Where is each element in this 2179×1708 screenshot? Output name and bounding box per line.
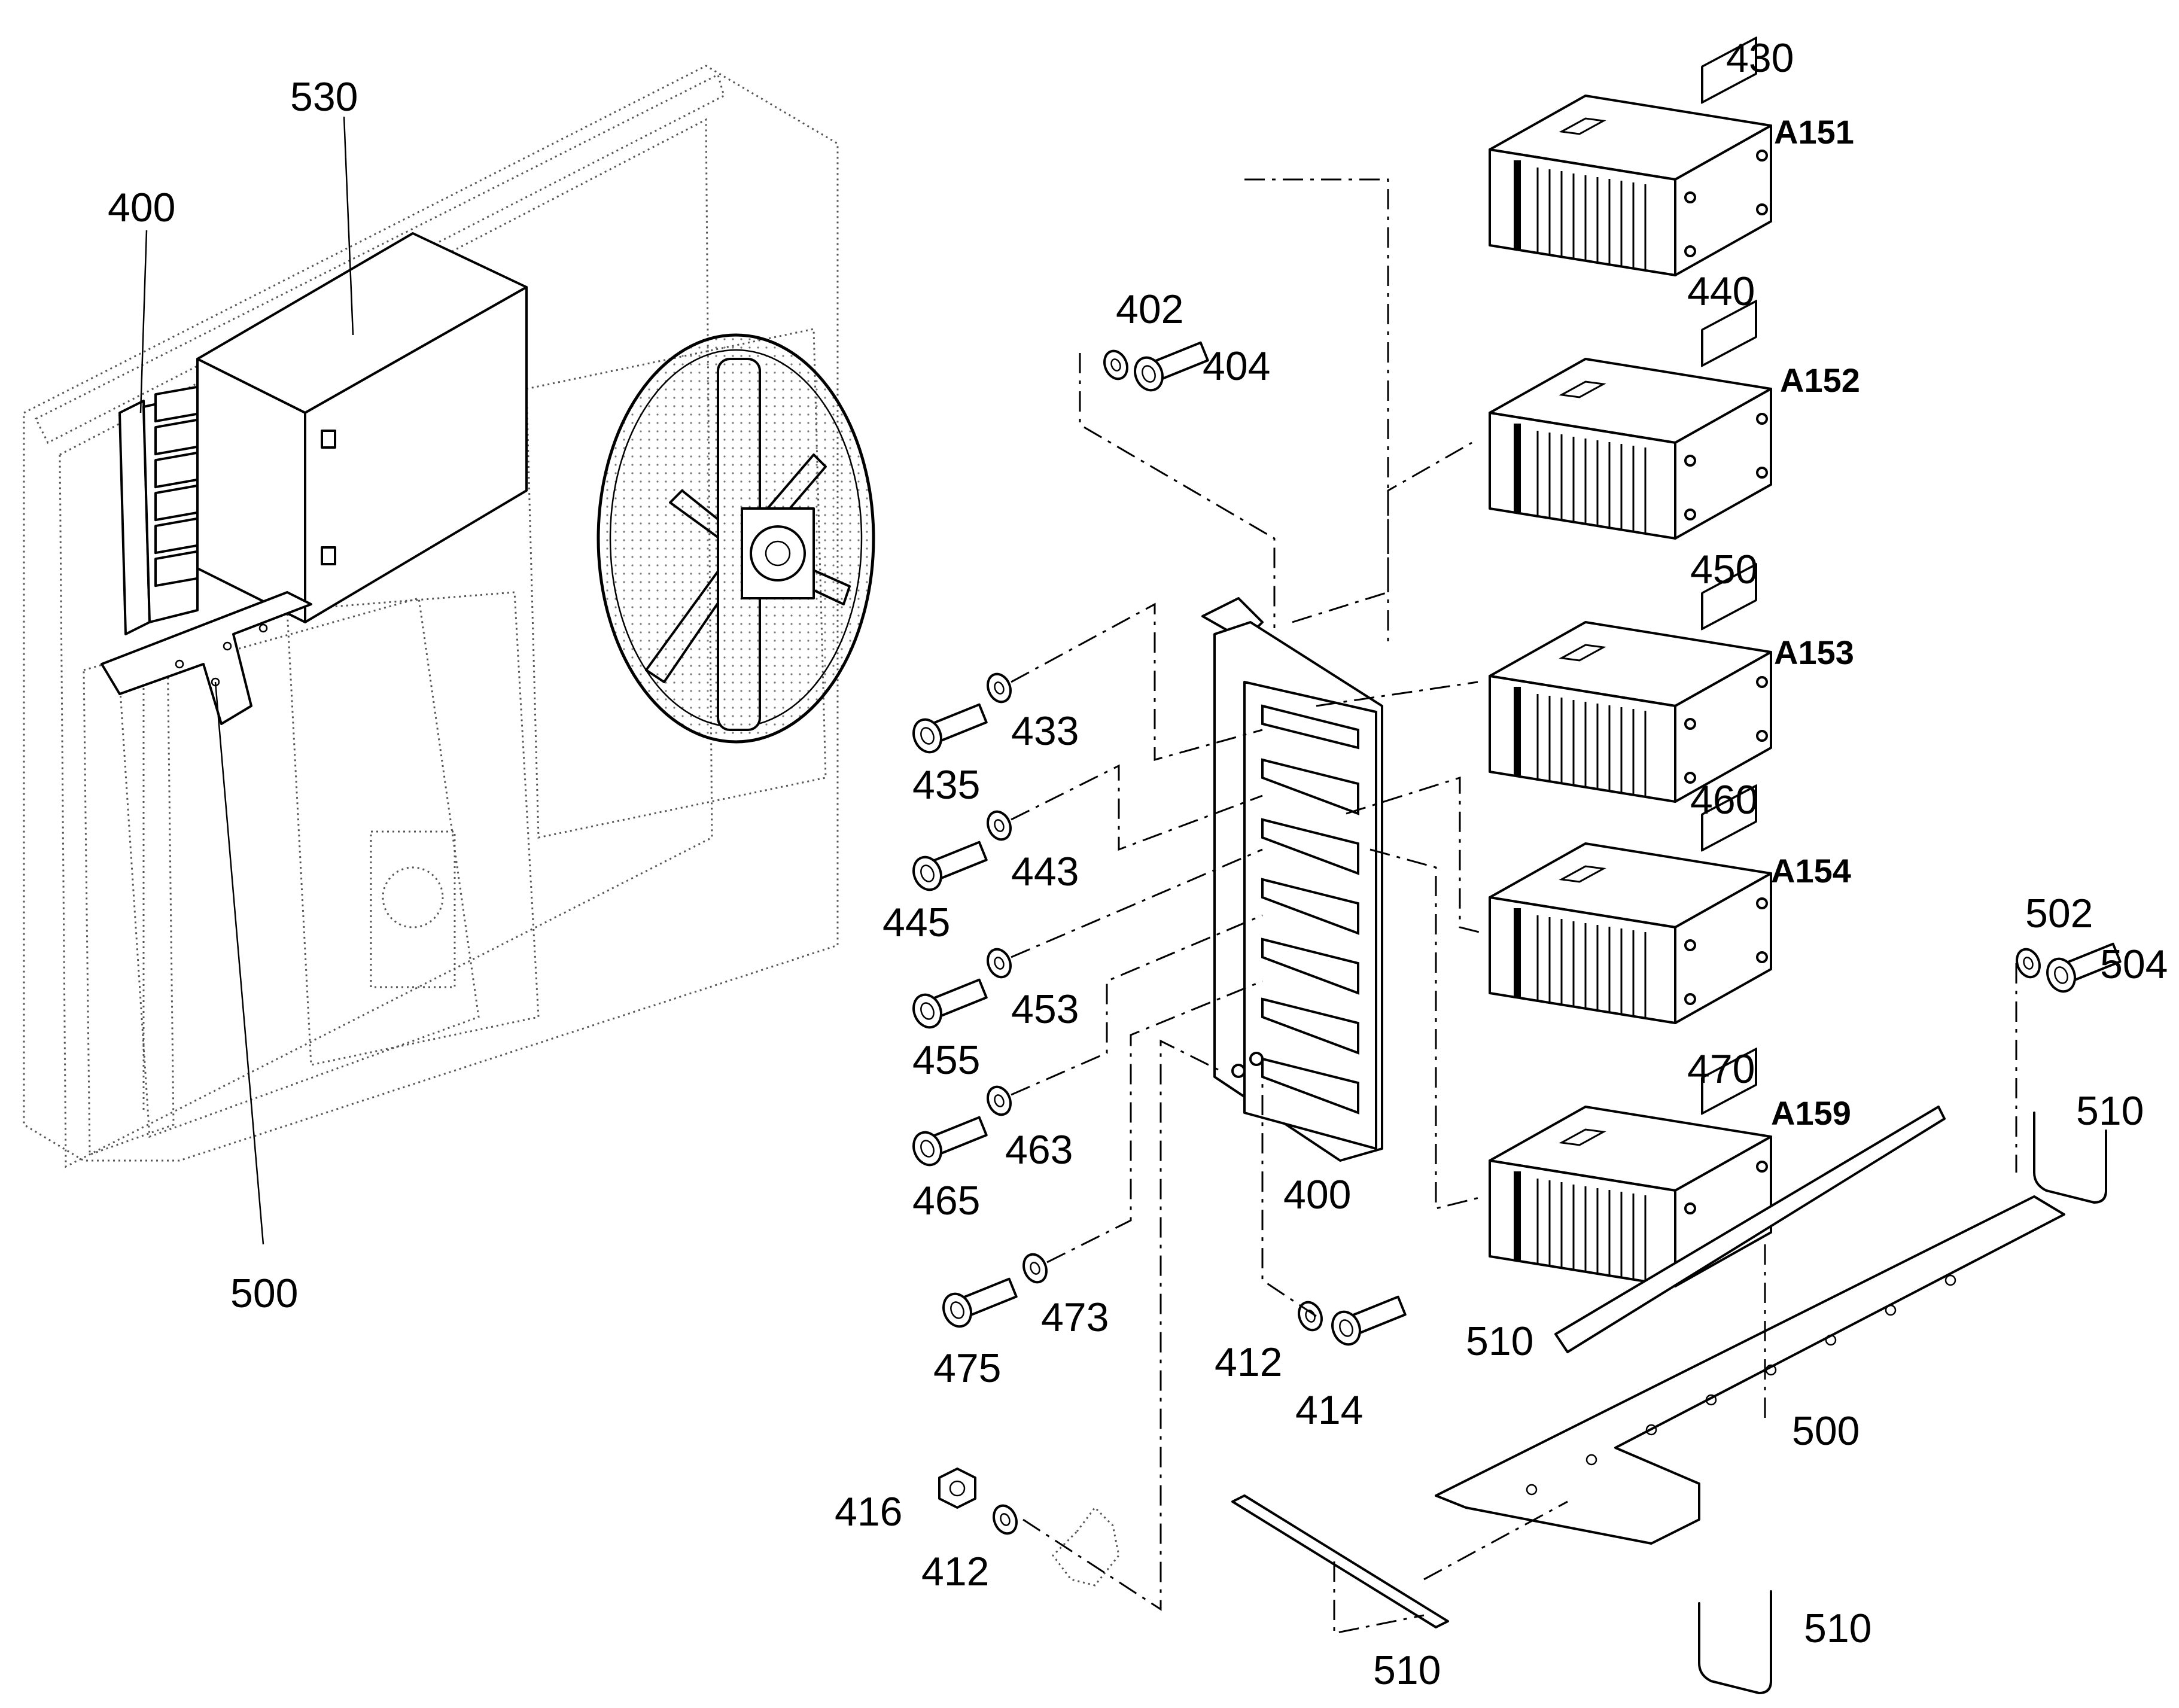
code-a153: A153 [1774,634,1854,671]
code-a159: A159 [1771,1094,1851,1132]
enclosure-530 [196,232,528,623]
callout-400-left: 400 [108,185,175,230]
code-a151: A151 [1774,113,1854,151]
callout-504: 504 [2100,942,2168,987]
module-440 [1489,300,1772,540]
callout-470: 470 [1687,1046,1755,1092]
callout-510-middle: 510 [1466,1319,1533,1364]
module-450 [1489,563,1772,803]
callout-463: 463 [1005,1127,1073,1173]
bracket-400-exploded [1201,597,1383,1162]
mounted-module-stack [154,385,199,587]
callout-465: 465 [912,1178,980,1223]
assembly-lines [1011,178,2017,1634]
callout-402: 402 [1116,287,1183,332]
callout-473: 473 [1041,1295,1109,1340]
strip-510-upper [1554,1106,1946,1353]
callout-416: 416 [835,1489,902,1535]
callout-510-bottom-right: 510 [1804,1606,1871,1651]
callout-453: 453 [1011,987,1079,1032]
hardware [908,341,2122,1587]
callout-502: 502 [2025,891,2093,936]
code-a152: A152 [1780,361,1860,399]
callout-443: 443 [1011,849,1079,894]
callout-510-right: 510 [2076,1088,2144,1134]
bracket-500-mounted [101,591,312,725]
module-codes: A151 A152 A153 A154 A159 [1771,113,1860,1132]
callout-412-upper: 412 [1215,1339,1282,1385]
callout-475: 475 [933,1345,1001,1391]
bracket-500-exploded [1435,1195,2065,1545]
callout-430: 430 [1726,35,1794,81]
callout-500-left: 500 [230,1271,298,1316]
clip-510-bottom [1698,1590,1772,1694]
callout-400-right: 400 [1283,1172,1351,1217]
fan-assembly [597,333,875,744]
callout-440: 440 [1687,269,1755,314]
strip-510-lower [1231,1494,1449,1628]
callout-433: 433 [1011,708,1079,754]
callout-450: 450 [1690,547,1758,592]
callout-500-right: 500 [1792,1408,1860,1454]
clip-510-right [2033,1112,2107,1204]
callout-445: 445 [882,900,950,945]
callout-460: 460 [1690,777,1758,823]
callout-510-bottom: 510 [1373,1648,1441,1693]
callout-412-lower: 412 [921,1549,989,1594]
callout-435: 435 [912,762,980,808]
callout-414: 414 [1295,1387,1363,1433]
callout-labels: 530 400 500 402 404 430 440 450 460 470 … [108,35,2168,1693]
callout-530: 530 [290,74,358,120]
code-a154: A154 [1771,852,1851,890]
machine-context [23,65,875,1245]
callout-455: 455 [912,1037,980,1083]
callout-404: 404 [1203,343,1270,389]
